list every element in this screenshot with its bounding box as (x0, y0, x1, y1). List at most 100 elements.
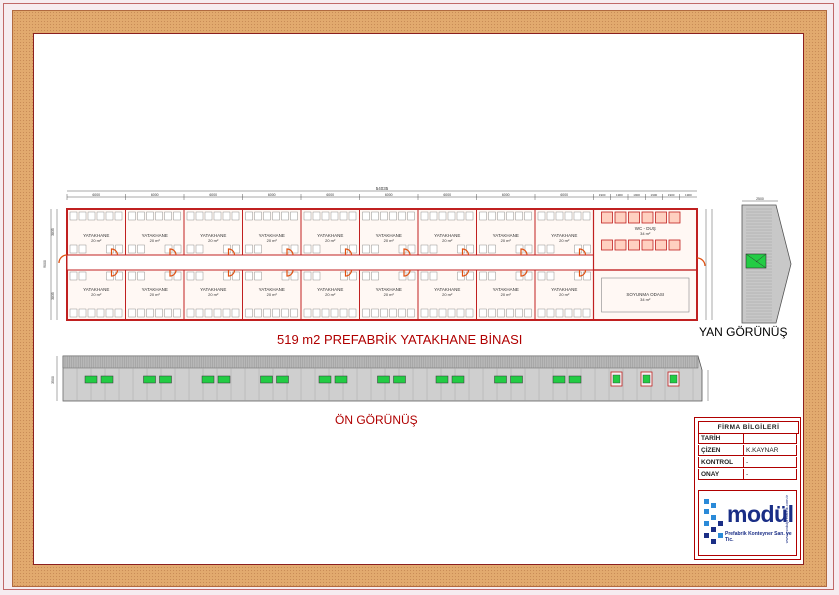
room-area: 20 m² (442, 292, 453, 297)
bed (371, 308, 379, 318)
wc-cubicle (614, 211, 627, 224)
front-roof (62, 355, 699, 369)
front-window (510, 375, 523, 384)
row-key: ONAY (701, 471, 720, 478)
bed (466, 271, 474, 281)
door-swing (578, 248, 587, 256)
bed (137, 308, 145, 318)
bed (105, 308, 114, 318)
dimension-bay: 6000 (326, 193, 334, 197)
bed (213, 308, 222, 318)
bed (546, 308, 555, 318)
dimension-front-height: 3500 (51, 376, 55, 384)
bed (96, 308, 105, 318)
front-window (276, 375, 289, 384)
room-area: 20 m² (208, 238, 219, 243)
dimension-bay: 6000 (268, 193, 276, 197)
bed (186, 308, 195, 318)
bed (537, 211, 546, 221)
front-window (84, 375, 98, 384)
bed (362, 308, 370, 318)
bed (339, 308, 348, 318)
logo-subtitle: Prefabrik Konteyner San. ve Tic. (725, 531, 792, 543)
bed (407, 271, 416, 281)
room-area: 34 m² (640, 297, 651, 302)
bed (524, 271, 533, 281)
title-block-row-control: KONTROL - (698, 457, 797, 468)
room-label: YATAKHANE (83, 287, 109, 292)
bed (429, 244, 438, 254)
bed (272, 308, 280, 318)
bed (204, 211, 213, 221)
bed (173, 271, 182, 281)
bed (186, 244, 195, 254)
entry-door-swing (696, 257, 706, 267)
bed (380, 211, 388, 221)
shower-cubicle (628, 239, 640, 251)
room-area: 20 m² (267, 292, 278, 297)
bed (231, 308, 240, 318)
bed (420, 308, 429, 318)
front-window (435, 375, 449, 384)
bed (420, 211, 429, 221)
bed (303, 308, 312, 318)
bed (583, 244, 591, 254)
bed (407, 211, 415, 221)
bed (128, 244, 136, 254)
shower-cubicle (655, 239, 667, 251)
bed (582, 308, 591, 318)
bed (429, 308, 438, 318)
front-door-window (642, 374, 651, 384)
door-swing (578, 269, 587, 277)
dimension-bay: 6000 (209, 193, 217, 197)
bed (281, 211, 289, 221)
bed (195, 271, 204, 281)
bed (290, 271, 299, 281)
dimension-bay: 6000 (502, 193, 510, 197)
bed (506, 211, 514, 221)
logo-word: modül (727, 501, 794, 527)
bed (105, 211, 114, 221)
door-swing (403, 269, 411, 277)
room-area: 34 m² (640, 231, 651, 236)
bed (330, 211, 339, 221)
bed (303, 211, 312, 221)
bed (389, 211, 397, 221)
room-label: YATAKHANE (376, 233, 402, 238)
bed (515, 308, 523, 318)
front-window (260, 375, 273, 384)
door-swing (344, 248, 353, 256)
dimension-wc-bay: 1900 (651, 193, 658, 197)
bed (488, 244, 496, 254)
bed (303, 244, 312, 254)
row-value: - (743, 469, 801, 480)
bed (362, 244, 370, 254)
room-area: 20 m² (91, 238, 102, 243)
dimension-depth: 9000 (43, 260, 47, 268)
bed (479, 308, 487, 318)
room-area: 20 m² (559, 292, 570, 297)
front-window (159, 375, 172, 384)
shower-cubicle (641, 239, 654, 251)
room-label: YATAKHANE (317, 287, 343, 292)
front-window (143, 375, 156, 384)
room-label: YATAKHANE (142, 233, 168, 238)
room-label: YATAKHANE (259, 233, 285, 238)
side-view-title: YAN GÖRÜNÜŞ (699, 325, 788, 339)
bed (303, 271, 312, 281)
company-logo: modül Prefabrik Konteyner San. ve Tic. w… (698, 490, 797, 556)
room-area: 20 m² (208, 292, 219, 297)
door-swing (403, 248, 411, 256)
room-label: WC - DUŞ (635, 226, 656, 231)
row-key: ÇİZEN (701, 447, 721, 454)
room-label: YATAKHANE (493, 287, 519, 292)
bed (254, 211, 262, 221)
bed (232, 244, 240, 254)
main-title: 519 m2 PREFABRİK YATAKHANE BİNASI (277, 332, 523, 347)
front-window (201, 375, 215, 384)
room-area: 20 m² (267, 238, 278, 243)
bed (115, 271, 123, 281)
bed (348, 308, 357, 318)
bed (155, 211, 163, 221)
room-label: YATAKHANE (376, 287, 402, 292)
